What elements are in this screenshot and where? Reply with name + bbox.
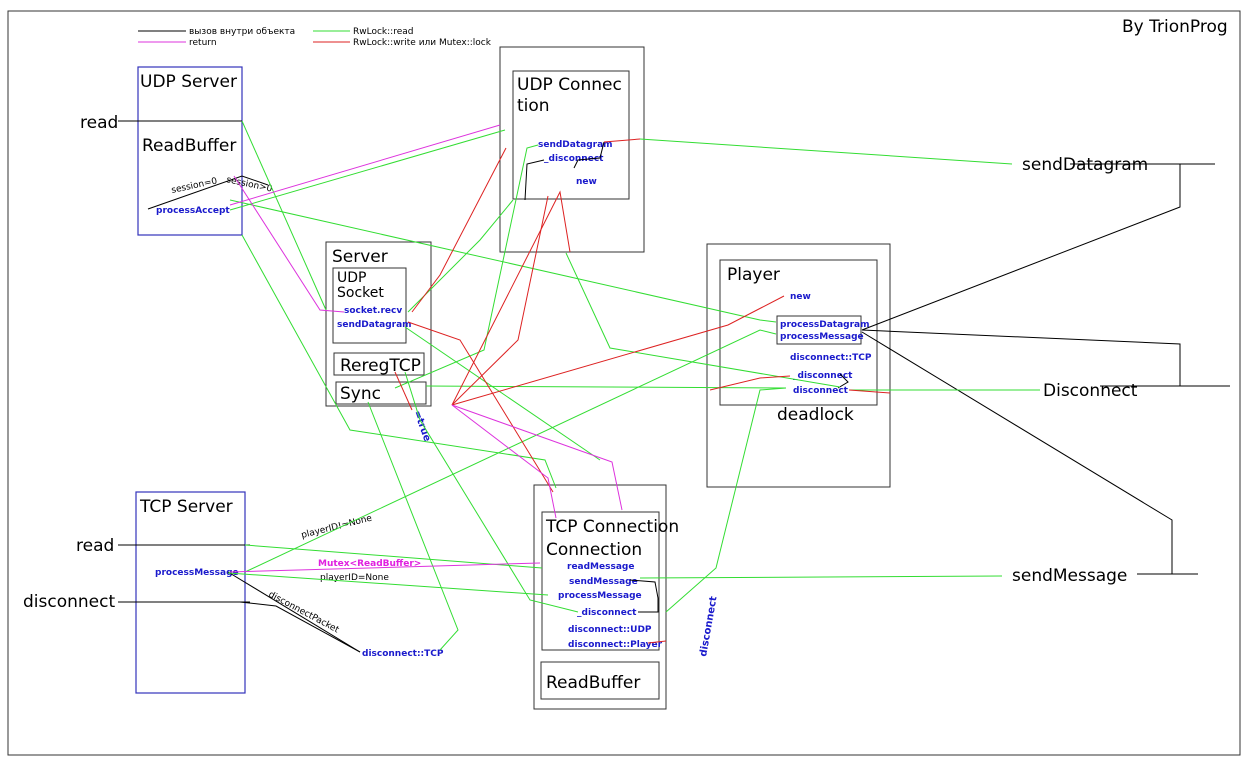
player-process-box	[776, 315, 862, 345]
ext-read-tcp: read	[76, 536, 114, 556]
server-send-datagram: sendDatagram	[337, 320, 412, 330]
magenta-return-lines	[229, 124, 623, 573]
sync: Sync	[340, 384, 381, 404]
true-label: =true	[411, 409, 432, 443]
black-call-lines	[118, 120, 1230, 653]
deadlock-label: deadlock	[777, 405, 854, 425]
legend-read-text: RwLock::read	[353, 27, 413, 37]
tcp-read-buffer: ReadBuffer	[546, 673, 640, 693]
legend: вызов внутри объекта return RwLock::read…	[138, 27, 492, 48]
legend-return-text: return	[189, 38, 217, 48]
tcp-connection-inner	[541, 511, 660, 651]
tcp-read-buffer-box	[540, 661, 660, 700]
tcp-server-title: TCP Server	[139, 497, 233, 517]
tcp-send-message: sendMessage	[569, 577, 638, 587]
process-accept: processAccept	[156, 206, 230, 216]
udp-server-title: UDP Server	[140, 72, 237, 92]
udp-send-datagram: sendDatagram	[538, 140, 613, 150]
udp-read-buffer: ReadBuffer	[142, 136, 236, 156]
floating-disconnect: disconnect	[698, 595, 719, 657]
udp-disconnect-priv: _disconnect	[544, 154, 604, 164]
tcp-server-box	[135, 491, 246, 694]
outer-frame	[7, 10, 1241, 756]
tcp-connection-outer	[533, 484, 667, 710]
udp-connection-title-1: UDP Connec	[517, 75, 622, 95]
tcp-read-message: readMessage	[567, 562, 634, 572]
tcp-disconnect-player: disconnect::Player	[568, 640, 663, 650]
player-process-datagram: processDatagram	[780, 320, 869, 330]
tcp-disconnect-tcp: disconnect::TCP	[362, 649, 444, 659]
udp-connection-title-2: tion	[517, 96, 550, 116]
disconnect-packet: disconnectPacket	[267, 590, 341, 636]
ext-send-message: sendMessage	[1012, 566, 1127, 586]
player-disconnect-priv: _disconnect	[793, 371, 853, 381]
tcp-disconnect-priv: _disconnect	[577, 608, 637, 618]
rereg-tcp: ReregTCP	[340, 356, 421, 376]
tcp-process-message-conn: processMessage	[558, 591, 642, 601]
ext-send-datagram: sendDatagram	[1022, 155, 1148, 175]
sync-box	[335, 381, 427, 405]
udp-new: new	[576, 177, 597, 187]
ext-read-udp: read	[80, 113, 118, 133]
tcp-connection-title-1: TCP Connection	[545, 517, 679, 537]
server-box	[325, 241, 432, 407]
ext-disconnect-left: disconnect	[23, 592, 115, 612]
player-title: Player	[727, 265, 780, 285]
udp-socket-line2: Socket	[337, 285, 384, 301]
legend-write-text: RwLock::write или Mutex::lock	[353, 38, 492, 48]
player-new: new	[790, 292, 811, 302]
player-inner	[719, 259, 878, 406]
tcp-process-message: processMessage	[155, 568, 239, 578]
player-id-none: playerID=None	[320, 573, 389, 583]
udp-socket-box	[332, 267, 407, 344]
player-disconnect: disconnect	[793, 386, 849, 396]
mutex-read-buffer: Mutex<ReadBuffer>	[318, 559, 421, 569]
server-title: Server	[332, 247, 388, 267]
tcp-connection-title-2: Connection	[546, 540, 642, 560]
tcp-disconnect-udp: disconnect::UDP	[568, 625, 652, 635]
udp-server-box	[137, 66, 243, 236]
player-id-not-none: playerID!=None	[300, 514, 373, 541]
ext-disconnect-right: Disconnect	[1043, 381, 1138, 401]
green-read-lines	[227, 120, 1040, 651]
udp-connection-inner	[512, 70, 630, 200]
player-outer	[706, 243, 891, 488]
legend-call-text: вызов внутри объекта	[189, 27, 295, 37]
rereg-tcp-box	[333, 352, 425, 376]
udp-socket-line1: UDP	[337, 270, 366, 286]
socket-recv: socket.recv	[344, 306, 402, 316]
player-process-message: processMessage	[780, 332, 864, 342]
credit: By TrionProg	[1122, 17, 1228, 37]
red-write-lines	[394, 138, 891, 644]
player-disconnect-tcp: disconnect::TCP	[790, 353, 872, 363]
udp-connection-outer	[499, 46, 645, 253]
